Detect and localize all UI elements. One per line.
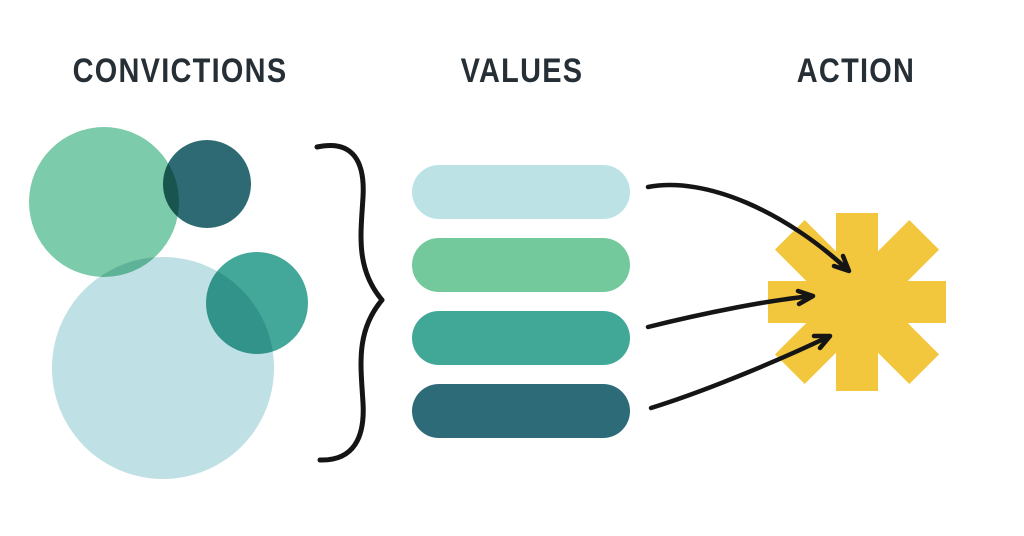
convictions-circle-group <box>29 127 308 479</box>
arrow-group <box>645 182 852 411</box>
conviction-circle-dark-teal <box>163 140 251 228</box>
value-bar-pale-blue <box>412 165 630 219</box>
arrow-top <box>645 182 852 274</box>
curly-brace-icon <box>314 143 385 463</box>
conviction-circle-green <box>29 127 179 277</box>
heading-values: VALUES <box>460 52 584 90</box>
conviction-circle-teal <box>206 252 308 354</box>
action-starburst-icon <box>768 213 946 391</box>
value-bar-dark-teal <box>412 384 630 438</box>
heading-convictions: CONVICTIONS <box>72 52 288 90</box>
values-bar-group <box>412 165 630 438</box>
arrow-bottom <box>648 333 833 411</box>
value-bar-teal <box>412 311 630 365</box>
value-bar-green <box>412 238 630 292</box>
arrow-middle <box>645 288 816 330</box>
heading-action: ACTION <box>796 52 916 90</box>
